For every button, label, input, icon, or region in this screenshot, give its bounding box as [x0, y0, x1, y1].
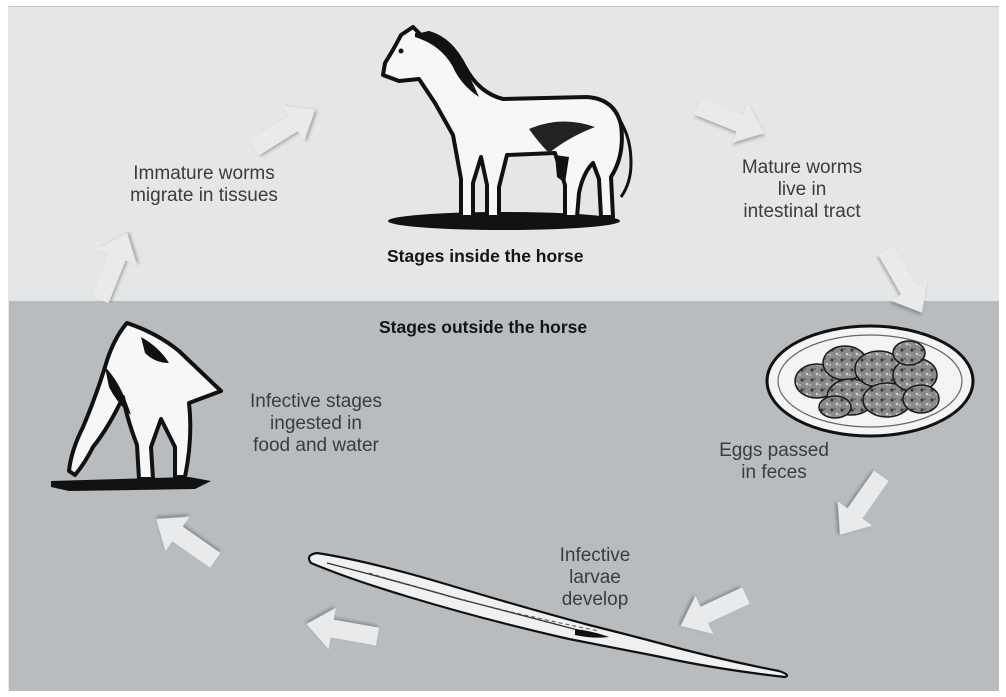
arrow-2	[689, 87, 771, 153]
ingested-stages-label: Infective stages ingested in food and wa…	[231, 391, 401, 457]
immature-worms-label: Immature worms migrate in tissues	[109, 163, 299, 207]
standing-horse-icon	[383, 27, 631, 230]
diagram-artwork	[9, 7, 999, 691]
grazing-horse-icon	[51, 323, 221, 491]
eggs-passed-label: Eggs passed in feces	[709, 440, 839, 484]
life-cycle-diagram: Stages inside the horse Stages outside t…	[8, 6, 999, 691]
mature-worms-label: Mature worms live in intestinal tract	[727, 157, 877, 223]
arrow-3	[868, 240, 940, 323]
outside-horse-heading: Stages outside the horse	[379, 317, 587, 338]
infective-larvae-label: Infective larvae develop	[545, 545, 645, 611]
feces-plate-icon	[767, 326, 973, 436]
arrow-7	[144, 502, 227, 578]
arrow-8	[81, 225, 147, 307]
arrow-6	[303, 603, 381, 657]
arrow-1	[243, 92, 326, 166]
arrow-5	[672, 576, 755, 644]
inside-horse-heading: Stages inside the horse	[387, 246, 583, 267]
